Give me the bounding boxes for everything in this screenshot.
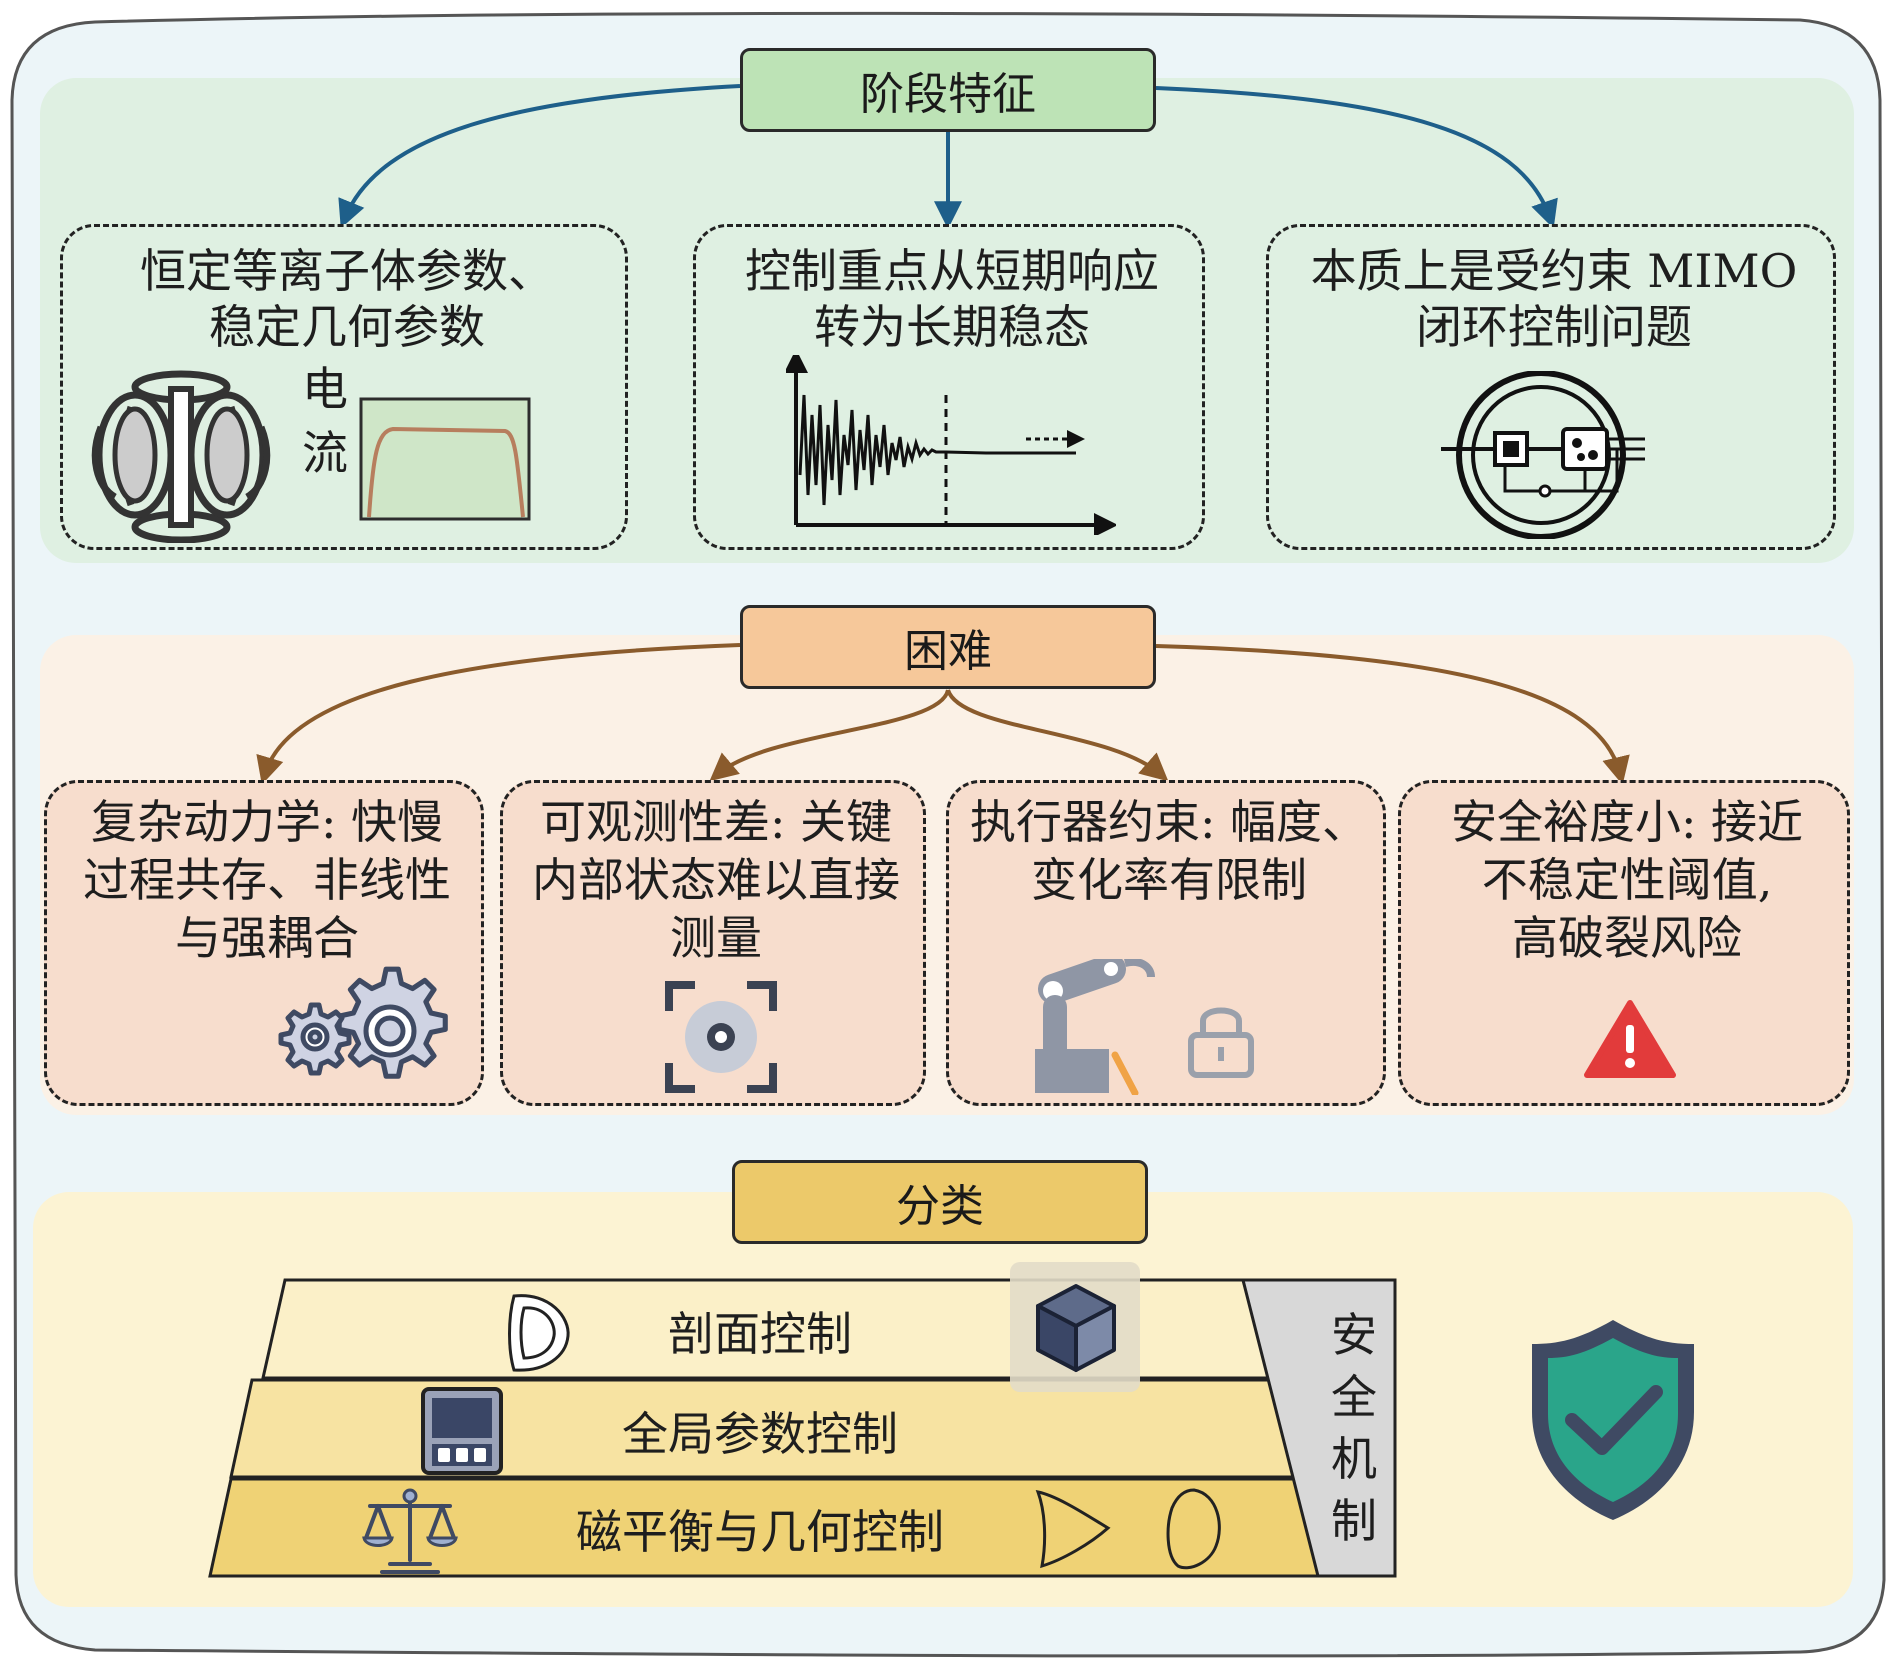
lock-icon <box>1188 1007 1254 1078</box>
damped-oscillation-plot <box>786 355 1116 535</box>
difficulty-card-3-text: 执行器约束: 幅度、 变化率有限制 <box>969 795 1369 907</box>
oval-shape-icon <box>1166 1488 1221 1570</box>
difficulty-card-4: 安全裕度小: 接近 不稳定性阈值, 高破裂风险 <box>1398 780 1850 1106</box>
tier-middle-label: 全局参数控制 <box>622 1407 898 1461</box>
gears-icon <box>278 966 448 1079</box>
difficulty-card-2: 可观测性差: 关键 内部状态难以直接 测量 <box>500 780 926 1106</box>
stage-card-2: 控制重点从短期响应 转为长期稳态 <box>693 224 1205 550</box>
stage-card-2-text: 控制重点从短期响应 转为长期稳态 <box>745 244 1159 355</box>
classification-header: 分类 <box>732 1160 1148 1244</box>
plasma-shape-icon <box>508 1294 570 1372</box>
stage-title: 阶段特征 <box>860 69 1036 120</box>
current-waveform-plot <box>359 397 531 521</box>
triangular-shape-icon <box>1035 1490 1111 1569</box>
balance-scale-icon <box>362 1488 458 1574</box>
arrow-stage-to-card-1 <box>338 84 741 229</box>
warning-icon <box>1584 1000 1676 1078</box>
stage-card-1: 恒定等离子体参数、 稳定几何参数 电 流 <box>60 224 628 550</box>
safety-mechanism-label: 安 全 机 制 <box>1331 1308 1377 1548</box>
shield-check-icon <box>1532 1320 1694 1520</box>
arrow-difficulty-to-card-2 <box>709 689 950 782</box>
arrow-difficulty-to-card-1 <box>256 643 741 785</box>
tier-top-label: 剖面控制 <box>668 1307 852 1361</box>
stage-header: 阶段特征 <box>740 48 1156 132</box>
difficulty-card-3: 执行器约束: 幅度、 变化率有限制 <box>946 780 1386 1106</box>
arrow-difficulty-to-card-4 <box>1155 644 1630 785</box>
tier-bottom-label: 磁平衡与几何控制 <box>576 1505 944 1559</box>
stage-card-1-text: 恒定等离子体参数、 稳定几何参数 <box>140 244 554 355</box>
cube-icon <box>1036 1284 1116 1372</box>
current-label: 电 流 <box>302 362 348 480</box>
arrow-difficulty-to-card-3 <box>946 689 1169 782</box>
camera-focus-icon <box>665 981 777 1093</box>
arrow-stage-to-card-3 <box>1155 86 1558 229</box>
stage-card-3-text: 本质上是受约束 MIMO 闭环控制问题 <box>1310 244 1798 355</box>
robot-arm-icon <box>1035 959 1155 1095</box>
difficulty-card-1: 复杂动力学: 快慢 过程共存、非线性 与强耦合 <box>44 780 484 1106</box>
classification-title: 分类 <box>896 1181 984 1232</box>
difficulty-card-1-text: 复杂动力学: 快慢 过程共存、非线性 与强耦合 <box>83 795 451 965</box>
control-panel-icon <box>421 1387 503 1475</box>
tokamak-coil-icon <box>91 370 271 543</box>
difficulty-header: 困难 <box>740 605 1156 689</box>
stage-card-3: 本质上是受约束 MIMO 闭环控制问题 <box>1266 224 1836 550</box>
difficulty-card-2-text: 可观测性差: 关键 内部状态难以直接 测量 <box>532 795 900 965</box>
difficulty-card-4-text: 安全裕度小: 接近 不稳定性阈值, 高破裂风险 <box>1450 795 1804 965</box>
closed-loop-circuit-icon <box>1441 371 1645 539</box>
difficulty-title: 困难 <box>904 626 992 677</box>
safety-column <box>1241 1278 1397 1578</box>
